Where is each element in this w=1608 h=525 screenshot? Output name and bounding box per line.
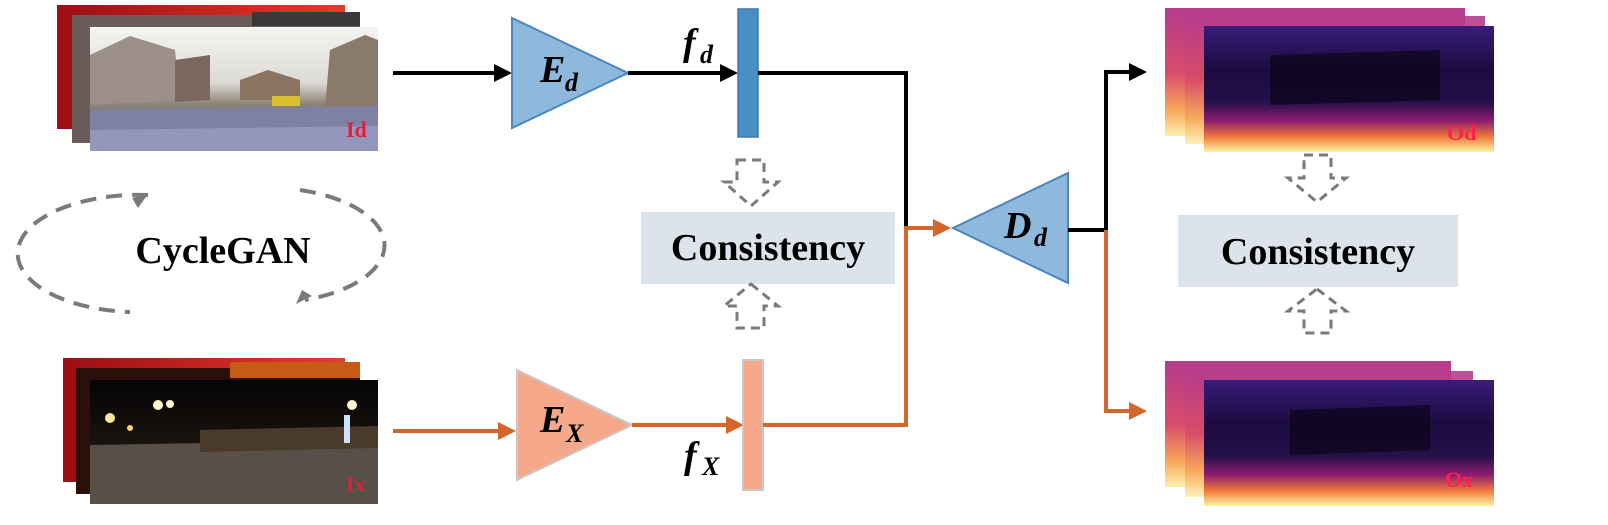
night-image-label: Ix: [346, 472, 366, 497]
day-feature-symbol: f: [683, 22, 699, 64]
day-to-decoder-line: [758, 71, 908, 228]
cyclegan-arrow-left: [15, 192, 149, 314]
feature-consistency-box: [641, 212, 895, 284]
day-output-stack: Od: [1165, 8, 1494, 152]
night-encoder-subscript: X: [565, 419, 584, 448]
feature-consistency-label: Consistency: [671, 227, 865, 269]
night-output-depth-map: [1204, 380, 1494, 506]
output-consistency-group: Consistency: [1178, 153, 1458, 335]
day-encoder-symbol: E: [539, 49, 565, 91]
night-to-decoder-line: [763, 226, 940, 427]
night-feature-subscript: X: [701, 452, 720, 481]
night-feature-map: [742, 359, 764, 491]
night-feature-symbol: f: [684, 435, 700, 477]
cyclegan-arrow-right: [299, 188, 387, 302]
night-encoder: [516, 368, 635, 482]
day-input-arrowhead: [494, 64, 512, 82]
cyclegan-arrowhead-bottom: [296, 290, 312, 304]
day-feature-map: [737, 8, 759, 138]
night-output-label: Ox: [1445, 467, 1473, 492]
output-consistency-box: [1178, 215, 1458, 287]
day-feature-subscript: d: [700, 40, 714, 69]
decoder-day-output-arrowhead: [1129, 63, 1147, 81]
night-input-arrowhead: [498, 422, 516, 440]
day-output-depth-map: [1204, 26, 1494, 152]
output-consistency-arrow-down: [1283, 153, 1351, 204]
day-image: [90, 27, 378, 151]
feature-consistency-arrow-down: [720, 158, 782, 209]
decoder-night-output-arrowhead: [1129, 402, 1147, 420]
output-consistency-arrow-up: [1283, 287, 1351, 335]
decoder-subscript: d: [1034, 223, 1048, 252]
cyclegan-arrowhead-top: [132, 194, 148, 208]
output-consistency-label: Consistency: [1221, 231, 1415, 273]
day-encoder-subscript: d: [565, 68, 579, 97]
day-output-label: Od: [1447, 120, 1476, 145]
feature-consistency-group: Consistency: [641, 158, 895, 330]
decoder-night-output-line: [1104, 230, 1138, 413]
cyclegan-label: CycleGAN: [135, 230, 310, 272]
night-encoder-symbol: E: [539, 399, 565, 441]
decoder-day-output-line: [1068, 70, 1138, 232]
cyclegan-cycle: CycleGAN: [15, 188, 387, 314]
day-image-label: Id: [346, 117, 367, 142]
night-image: [90, 380, 378, 504]
night-feature-arrowhead: [726, 416, 744, 434]
night-image-stack: Ix: [63, 358, 378, 504]
night-output-stack: Ox: [1165, 361, 1494, 506]
day-image-stack: Id: [57, 5, 378, 151]
decoder-symbol: D: [1003, 205, 1031, 247]
feature-consistency-arrow-up: [719, 282, 783, 330]
decoder-input-arrowhead: [933, 219, 951, 237]
day-feature-arrowhead: [720, 64, 738, 82]
day-encoder: [511, 16, 631, 130]
